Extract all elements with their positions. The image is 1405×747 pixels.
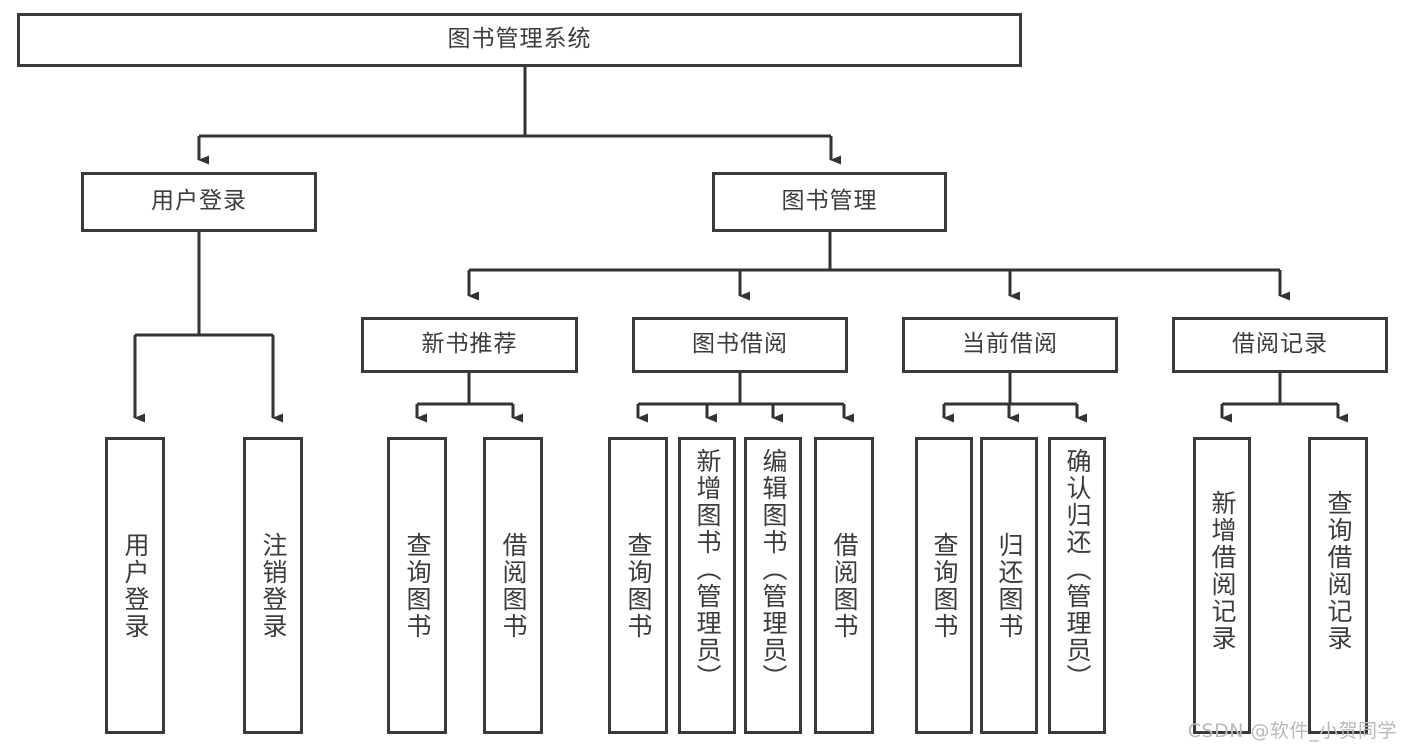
node-current-borrow[interactable]: 当前借阅 [902,317,1118,373]
leaf-query-borrow-record-label: 查询借阅记录 [1324,490,1353,652]
leaf-query-borrow-record[interactable]: 查询借阅记录 [1308,437,1368,734]
leaf-user-logout-label: 注销登录 [259,532,288,640]
node-book-borrow-label: 图书借阅 [692,331,788,358]
leaf-return-book-label: 归还图书 [995,532,1024,640]
leaf-confirm-return-admin[interactable]: 确认归还（管理员） [1048,437,1106,734]
node-book-borrow[interactable]: 图书借阅 [632,317,848,373]
watermark-text: CSDN @软件_小贺同学 [1187,720,1397,742]
node-book-management[interactable]: 图书管理 [712,172,947,232]
leaf-query-book-borrow[interactable]: 查询图书 [608,437,668,734]
leaf-add-book-admin[interactable]: 新增图书（管理员） [678,437,736,734]
node-root-label: 图书管理系统 [447,26,592,53]
leaf-user-login[interactable]: 用户登录 [105,437,165,734]
node-root[interactable]: 图书管理系统 [17,13,1022,67]
leaf-borrow-book-rec[interactable]: 借阅图书 [483,437,543,734]
node-borrow-record[interactable]: 借阅记录 [1172,317,1388,373]
leaf-add-borrow-record-label: 新增借阅记录 [1208,490,1237,652]
node-user-login-label: 用户登录 [151,188,247,215]
leaf-user-logout[interactable]: 注销登录 [243,437,303,734]
leaf-return-book[interactable]: 归还图书 [980,437,1038,734]
node-new-book-recommend-label: 新书推荐 [421,331,518,358]
leaf-edit-book-admin[interactable]: 编辑图书（管理员） [744,437,802,734]
leaf-borrow-book-rec-label: 借阅图书 [499,532,528,640]
leaf-confirm-return-admin-label: 确认归还（管理员） [1063,448,1092,691]
leaf-query-book-current[interactable]: 查询图书 [915,437,973,734]
leaf-user-login-label: 用户登录 [121,532,150,640]
leaf-borrow-book[interactable]: 借阅图书 [814,437,874,734]
leaf-borrow-book-label: 借阅图书 [830,532,859,640]
leaf-add-borrow-record[interactable]: 新增借阅记录 [1193,437,1251,734]
node-current-borrow-label: 当前借阅 [962,331,1058,358]
node-new-book-recommend[interactable]: 新书推荐 [361,317,578,373]
leaf-edit-book-admin-label: 编辑图书（管理员） [759,448,788,691]
leaf-query-book-rec-label: 查询图书 [403,532,432,640]
node-borrow-record-label: 借阅记录 [1232,331,1328,358]
leaf-add-book-admin-label: 新增图书（管理员） [693,448,722,691]
node-user-login[interactable]: 用户登录 [81,172,317,232]
leaf-query-book-current-label: 查询图书 [930,532,959,640]
leaf-query-book-borrow-label: 查询图书 [624,532,653,640]
node-book-management-label: 图书管理 [781,188,878,215]
leaf-query-book-rec[interactable]: 查询图书 [387,437,447,734]
